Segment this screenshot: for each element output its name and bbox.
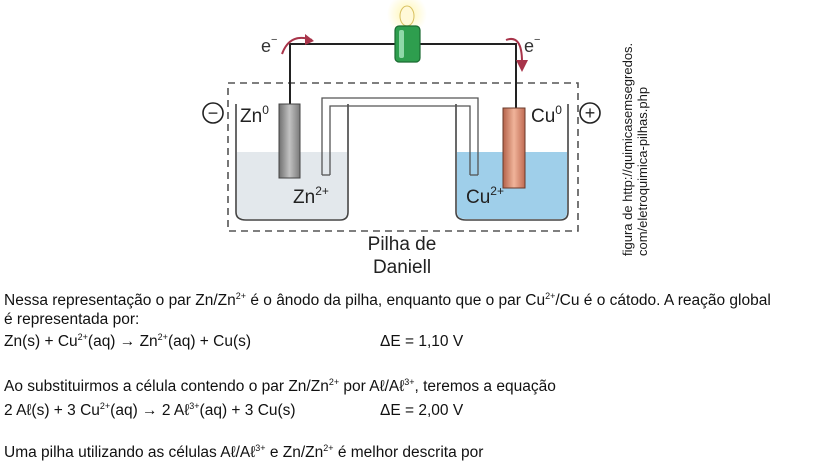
electron-arrow-right <box>505 38 523 63</box>
electron-arrow-right-head <box>516 60 528 72</box>
electron-arrow-left-head <box>305 34 314 45</box>
figure-credit-line2: com/eletroquimica-pilhas.php <box>635 86 650 256</box>
paragraph-3: Uma pilha utilizando as células Aℓ/Aℓ3+ … <box>4 443 484 461</box>
salt-bridge-outer <box>321 97 479 175</box>
cu-ion-label: Cu2+ <box>466 184 504 208</box>
external-wire-right <box>420 43 517 108</box>
daniell-cell-figure: e− e− − + Zn0 Cu0 Zn2+ Cu2+ Pilha de Dan… <box>202 0 662 278</box>
beaker-left <box>235 104 349 221</box>
figure-title-line1: Pilha de <box>368 234 437 255</box>
zn-electrode-label: Zn0 <box>240 103 269 127</box>
copper-electrode <box>502 107 526 189</box>
equation-2-delta-e: ΔE = 2,00 V <box>380 402 464 419</box>
paragraph-2: Ao substituirmos a célula contendo o par… <box>4 377 556 395</box>
salt-bridge-inner <box>329 105 471 175</box>
electron-label-right: e− <box>524 34 540 56</box>
electron-label-left: e− <box>261 34 277 56</box>
lamp-filament <box>399 5 415 27</box>
cell-dashed-border <box>227 82 579 232</box>
beaker-right <box>455 104 569 221</box>
figure-credit-line1: figura de http://quimicasemsegredos. <box>620 42 635 256</box>
equation-2: 2 Aℓ(s) + 3 Cu2+(aq) → 2 Aℓ3+(aq) + 3 Cu… <box>4 401 296 419</box>
figure-title-line2: Daniell <box>373 257 431 278</box>
equation-1-delta-e: ΔE = 1,10 V <box>380 333 464 350</box>
figure-credit: figura de http://quimicasemsegredos. com… <box>612 28 662 258</box>
lamp-bulb <box>394 25 421 63</box>
zn-ion-label: Zn2+ <box>293 184 329 208</box>
minus-sign-label: − <box>208 103 219 123</box>
daniell-cell-diagram: e− e− − + Zn0 Cu0 Zn2+ Cu2+ Pilha de Dan… <box>202 0 601 278</box>
zinc-electrode <box>278 103 301 179</box>
equation-1: Zn(s) + Cu2+(aq) → Zn2+(aq) + Cu(s) <box>4 332 252 350</box>
cu-electrode-label: Cu0 <box>531 103 562 127</box>
external-wire <box>289 43 395 104</box>
paragraph-1-line1: Nessa representação o par Zn/Zn2+ é o ân… <box>4 291 771 309</box>
lamp-highlight <box>399 30 404 58</box>
solution-left <box>237 152 347 219</box>
paragraph-1-line2: é representada por: <box>4 311 140 328</box>
negative-terminal-circle <box>202 102 224 124</box>
positive-terminal-circle <box>579 102 601 124</box>
plus-sign-label: + <box>585 103 596 123</box>
